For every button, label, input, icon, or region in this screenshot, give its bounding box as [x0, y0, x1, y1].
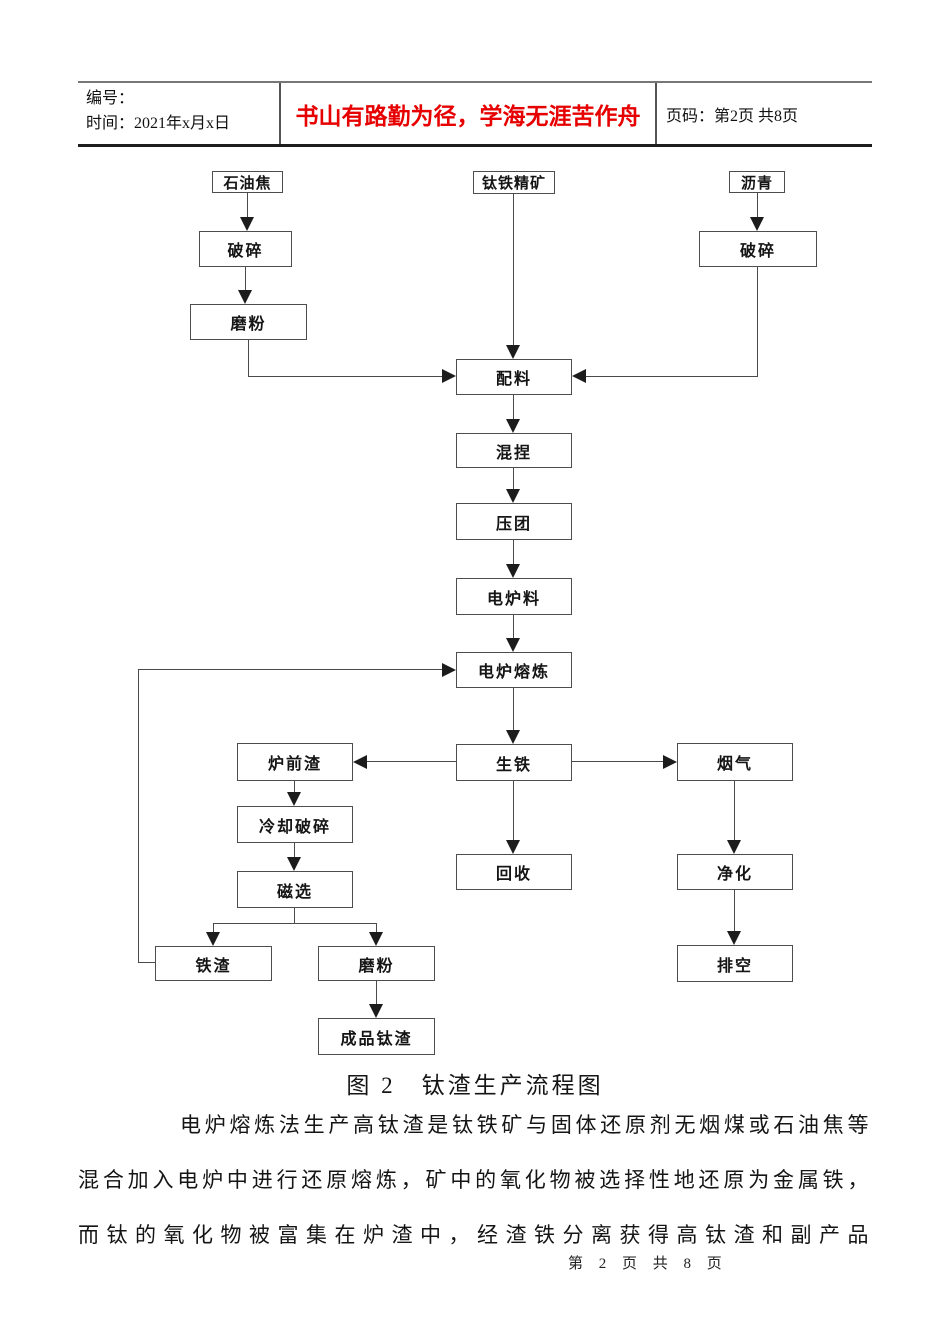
connector-line: [213, 923, 214, 933]
connector-line: [513, 468, 514, 489]
header-table: 编号： 时间：2021年x月x日 书山有路勤为径，学海无涯苦作舟 页码：第2页 …: [78, 81, 872, 147]
connector-line: [367, 761, 456, 762]
connector-line: [513, 781, 514, 840]
connector-arrow: [442, 663, 456, 677]
figure-caption: 图 2 钛渣生产流程图: [346, 1073, 604, 1098]
connector-line: [294, 781, 295, 792]
connector-arrow: [506, 564, 520, 578]
flow-node-crush-left: 破碎: [199, 231, 292, 267]
connector-arrow: [369, 932, 383, 946]
flow-node-finished-titanium-slag: 成品钛渣: [318, 1018, 435, 1055]
connector-arrow: [240, 217, 254, 231]
connector-arrow: [506, 730, 520, 744]
flow-node-batching: 配料: [456, 359, 572, 395]
header-left-cell: 编号： 时间：2021年x月x日: [78, 83, 281, 144]
connector-line: [734, 781, 735, 840]
connector-line: [513, 688, 514, 730]
header-middle-cell: 书山有路勤为径，学海无涯苦作舟: [281, 83, 655, 144]
connector-line: [248, 376, 442, 377]
flow-node-pig-iron: 生铁: [456, 744, 572, 781]
connector-arrow: [287, 792, 301, 806]
connector-arrow: [506, 840, 520, 854]
body-paragraph: 电炉熔炼法生产高钛渣是钛铁矿与固体还原剂无烟煤或石油焦等混合加入电炉中进行还原熔…: [78, 1113, 872, 1247]
connector-arrow: [238, 290, 252, 304]
flow-node-purification: 净化: [677, 854, 793, 890]
header-motto: 书山有路勤为径，学海无涯苦作舟: [295, 102, 641, 129]
connector-line: [138, 669, 442, 670]
flow-node-grind-left: 磨粉: [190, 304, 307, 340]
connector-line: [248, 340, 249, 377]
connector-line: [513, 615, 514, 638]
flow-node-furnace-charge: 电炉料: [456, 578, 572, 615]
flow-node-kneading: 混捏: [456, 433, 572, 468]
connector-arrow: [506, 489, 520, 503]
page-number-footer: 第 2 页 共 8 页: [568, 1256, 728, 1272]
flow-node-smelting: 电炉熔炼: [456, 652, 572, 688]
flow-node-iron-slag: 铁渣: [155, 946, 272, 981]
flow-node-petroleum-coke: 石油焦: [212, 171, 283, 193]
connector-arrow: [353, 755, 367, 769]
connector-line: [247, 193, 248, 217]
connector-line: [586, 376, 758, 377]
flow-node-briquetting: 压团: [456, 503, 572, 540]
connector-line: [757, 193, 758, 217]
header-number-label: 编号：: [86, 90, 135, 107]
connector-line: [734, 890, 735, 931]
connector-line: [138, 962, 155, 963]
flow-node-crush-right: 破碎: [699, 231, 817, 267]
flow-node-recovery: 回收: [456, 854, 572, 890]
connector-line: [294, 908, 295, 924]
connector-arrow: [572, 369, 586, 383]
flow-node-flue-gas: 烟气: [677, 743, 793, 781]
connector-arrow: [506, 345, 520, 359]
connector-line: [294, 843, 295, 857]
connector-line: [572, 761, 663, 762]
connector-arrow: [727, 840, 741, 854]
connector-line: [757, 267, 758, 377]
connector-line: [376, 981, 377, 1004]
flow-node-grind-right: 磨粉: [318, 946, 435, 981]
connector-arrow: [506, 638, 520, 652]
connector-line: [513, 194, 514, 345]
connector-line: [138, 670, 139, 963]
header-page-info: 页码：第2页 共8页: [666, 107, 799, 125]
header-right-cell: 页码：第2页 共8页: [655, 83, 872, 144]
connector-arrow: [442, 369, 456, 383]
header-time-label: 时间：2021年x月x日: [86, 114, 231, 132]
connector-arrow: [369, 1004, 383, 1018]
flow-node-furnace-front-slag: 炉前渣: [237, 743, 353, 781]
connector-arrow: [506, 419, 520, 433]
connector-arrow: [727, 931, 741, 945]
connector-line: [245, 267, 246, 290]
connector-arrow: [750, 217, 764, 231]
flow-node-pitch: 沥青: [729, 171, 785, 193]
connector-line: [213, 923, 376, 924]
connector-arrow: [206, 932, 220, 946]
flow-node-magnetic-separation: 磁选: [237, 871, 353, 908]
flow-node-venting: 排空: [677, 945, 793, 982]
connector-arrow: [663, 755, 677, 769]
connector-line: [513, 540, 514, 564]
flow-node-cooling-crushing: 冷却破碎: [237, 806, 353, 843]
flow-node-ilmenite-concentrate: 钛铁精矿: [473, 171, 555, 194]
connector-arrow: [287, 857, 301, 871]
connector-line: [513, 395, 514, 419]
connector-line: [376, 923, 377, 933]
